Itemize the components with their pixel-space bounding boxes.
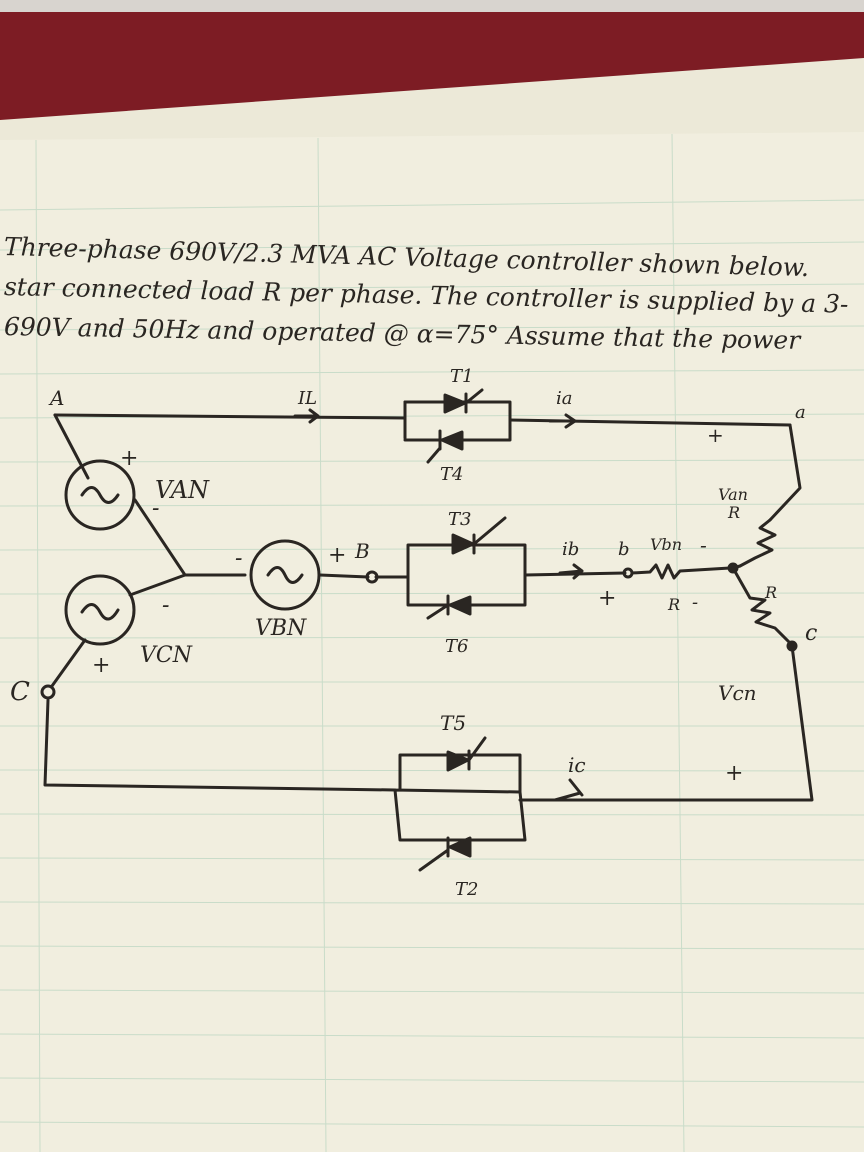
label-plus-vbn: + [328, 543, 346, 568]
label-r-b: R [667, 595, 680, 614]
label-node-b-small: b [618, 539, 630, 560]
label-van-load: Van [718, 485, 748, 504]
thyristor-t3 [451, 533, 475, 555]
source-van-wave [80, 486, 120, 504]
label-node-b: B [354, 539, 370, 563]
source-vbn-wave [266, 566, 304, 584]
resistor-ra [738, 518, 777, 568]
main-sheet [0, 132, 864, 1152]
label-vbn-load: Vbn [650, 535, 682, 554]
label-t2: T2 [455, 879, 478, 900]
label-vcn: VCN [140, 643, 193, 668]
wire-b-right [523, 571, 627, 577]
node-c-terminal [40, 684, 56, 700]
label-t4: T4 [440, 464, 463, 485]
label-ib: ib [562, 539, 579, 560]
label-vbn: VBN [255, 616, 307, 641]
label-node-a: A [48, 386, 64, 410]
source-vcn-wave [80, 603, 120, 621]
label-plus-a: + [707, 423, 724, 447]
source-van [64, 459, 136, 531]
label-minus-vcn: - [162, 593, 169, 618]
label-minus-rb: - [692, 592, 698, 613]
source-vcn [64, 574, 136, 646]
label-minus-van: - [152, 496, 159, 521]
label-t3: T3 [448, 509, 471, 530]
label-il: IL [297, 388, 317, 409]
wire-c-left [43, 698, 397, 792]
circuit-diagram [40, 388, 814, 872]
arrow-ia [548, 413, 577, 429]
thyristor-t2 [448, 836, 472, 858]
wire-phase-a-left [53, 413, 407, 420]
grid-lines [0, 133, 864, 1152]
wire-vbn-b [318, 573, 370, 579]
label-plus-van: + [120, 446, 138, 471]
wire-c-source [50, 638, 87, 688]
label-ic: ic [568, 753, 586, 777]
circuit-labels: A IL T1 T4 ia a + + VAN - Van R T3 - + B… [10, 366, 817, 900]
label-plus-c: + [725, 761, 743, 786]
label-vcn-load: Vcn [718, 681, 757, 705]
arrow-ic [553, 778, 584, 802]
thyristor-t1 [443, 393, 467, 414]
wire-c-right [518, 644, 814, 802]
label-plus-vcn: + [92, 653, 110, 678]
label-node-c-small: c [805, 621, 817, 646]
label-t6: T6 [445, 636, 468, 657]
binder-edge [0, 0, 864, 12]
label-t5: T5 [440, 711, 466, 735]
label-van: VAN [155, 476, 210, 504]
label-node-c: C [10, 677, 30, 707]
thyristor-t4 [440, 430, 464, 451]
label-t1: T1 [450, 366, 473, 387]
wire-a-to-load [768, 423, 802, 522]
resistor-rc [731, 566, 794, 647]
thyristor-t6 [448, 595, 472, 616]
label-r-a: R [727, 503, 740, 522]
arrow-il [293, 408, 320, 424]
label-ia: ia [556, 388, 573, 409]
label-r-c: R [764, 583, 777, 602]
arrow-ib [558, 563, 584, 580]
label-node-a-small: a [795, 402, 806, 423]
label-minus-b: - [700, 533, 707, 557]
label-minus-vbn: - [235, 546, 242, 571]
wire-vcn-neutral [128, 573, 187, 597]
resistor-rb [630, 563, 732, 580]
wire-van-neutral [133, 498, 187, 577]
label-plus-b: + [598, 586, 616, 611]
